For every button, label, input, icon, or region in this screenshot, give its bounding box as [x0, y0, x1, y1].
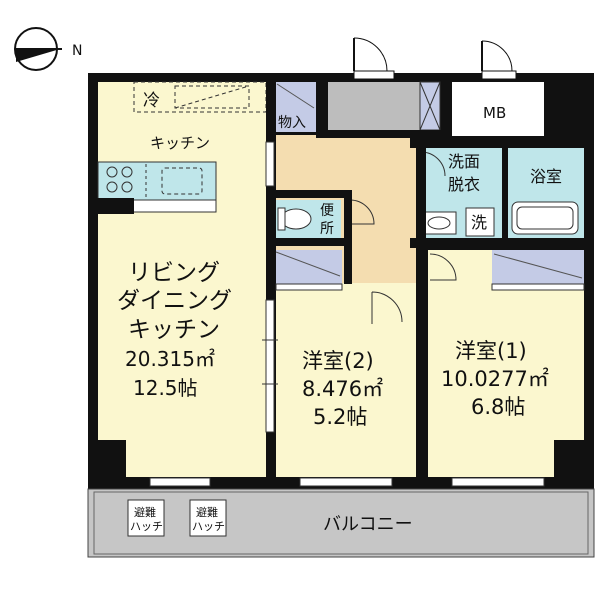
western2-door-swing	[371, 291, 403, 324]
window-ldk	[149, 477, 211, 487]
hatch-box	[127, 499, 165, 537]
stove-burner-icon	[106, 166, 118, 178]
ldk-tatami: 12.5帖	[133, 376, 198, 400]
wall-mid	[416, 140, 426, 477]
mb-box	[452, 82, 544, 136]
closet-doors	[491, 283, 585, 291]
balcony-label: バルコニー	[323, 514, 413, 535]
western2-closet	[276, 250, 342, 284]
mb-door	[481, 40, 517, 80]
washroom-label-1: 洗面	[448, 152, 480, 171]
evac-hatch-2: 避難 ハッチ	[189, 499, 227, 537]
closet-diag	[493, 253, 583, 279]
door-frame	[353, 70, 395, 80]
window-w1	[451, 477, 545, 487]
fridge-label: 冷	[143, 91, 160, 111]
bathroom-label: 浴室	[530, 167, 562, 186]
bathtub-icon	[511, 201, 579, 235]
bathtub-inner	[516, 206, 574, 230]
western1-door-swing	[429, 253, 457, 281]
compass-arrow-icon	[16, 49, 60, 62]
western1-closet	[492, 250, 584, 284]
hatch-box	[189, 499, 227, 537]
stove-burner-icon	[106, 181, 118, 193]
wall-toilet-top	[274, 190, 352, 198]
kitchen-side-door	[265, 141, 275, 187]
compass: N	[14, 27, 82, 71]
hatch2-line2: ハッチ	[192, 520, 225, 533]
toilet-label-2: 所	[320, 221, 334, 237]
balcony-inner	[93, 491, 589, 555]
washer-box	[465, 207, 495, 237]
storage-diag	[276, 83, 315, 109]
kitchen-wall-stub	[88, 198, 134, 214]
duct-cabinet-x2	[419, 81, 441, 131]
western2-tatami: 5.2帖	[313, 405, 367, 429]
washbasin-icon	[421, 211, 457, 235]
toilet-door-swing	[349, 199, 375, 225]
hatch2-line1: 避難	[196, 505, 218, 519]
window-w2	[299, 477, 393, 487]
closet-doors	[275, 283, 343, 291]
sink-icon	[161, 167, 203, 195]
toilet-label-1: 便	[320, 203, 334, 219]
duct-area	[328, 82, 420, 130]
ldk-floor	[98, 82, 266, 477]
compass-label: N	[72, 43, 82, 59]
kitchen-label: キッチン	[150, 134, 210, 152]
storage-label: 物入	[278, 115, 306, 131]
ldk-name-line2: ダイニング	[117, 288, 232, 314]
ldk-sliding-door	[265, 299, 275, 433]
wall-toilet-bottom	[274, 238, 352, 246]
washbasin-bowl	[427, 216, 451, 230]
western1-tatami: 6.8帖	[471, 395, 525, 419]
wall-top-band	[316, 130, 452, 138]
door-swing	[481, 40, 513, 72]
ldk-left-column	[88, 440, 126, 480]
door-swing	[353, 37, 388, 72]
western1-area: 10.0277㎡	[441, 367, 549, 391]
stove-burner-icon	[121, 181, 133, 193]
storage-floor	[276, 82, 316, 132]
wall-ldk-right	[266, 82, 274, 477]
door-frame	[481, 70, 517, 80]
wall-w2-top	[344, 244, 352, 284]
washer-label: 洗	[471, 213, 487, 232]
western2-floor	[276, 283, 416, 477]
western1-name: 洋室(1)	[455, 339, 527, 363]
wall-bath-split	[502, 148, 508, 238]
wall-wet-bottom	[410, 238, 594, 248]
fridge-diag	[174, 85, 250, 109]
balcony-floor	[87, 488, 595, 558]
entrance-door	[353, 37, 395, 80]
ldk-name-line3: キッチン	[128, 317, 220, 343]
mb-label: MB	[483, 104, 506, 122]
toilet-tank-icon	[277, 207, 286, 231]
western2-area: 8.476㎡	[302, 377, 383, 401]
evac-hatch-1: 避難 ハッチ	[127, 499, 165, 537]
ldk-area: 20.315㎡	[125, 347, 215, 371]
washroom-label-2: 脱衣	[448, 175, 480, 194]
closet-diag	[275, 251, 341, 277]
western2-name: 洋室(2)	[302, 349, 374, 373]
hatch1-line2: ハッチ	[130, 520, 163, 533]
stove-burner-icon	[121, 166, 133, 178]
western1-right-column	[554, 440, 594, 480]
wall-wet-top	[410, 138, 594, 148]
ldk-name-line1: リビング	[128, 260, 220, 286]
hatch1-line1: 避難	[134, 505, 156, 519]
wall-toilet-right	[344, 190, 352, 246]
fridge-box	[174, 85, 250, 109]
